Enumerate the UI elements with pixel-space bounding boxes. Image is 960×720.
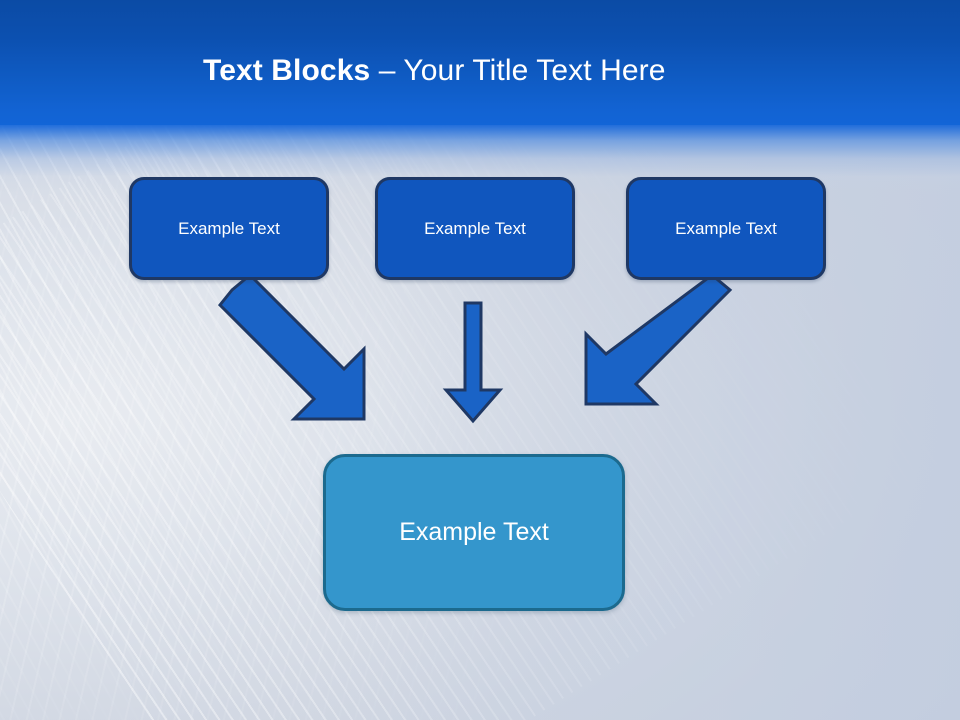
page-title-strong: Text Blocks [203,54,371,87]
block-node-a[interactable]: Example Text [129,177,329,280]
arrow-left-icon [217,272,366,421]
title-banner [0,0,960,125]
block-node-a-label: Example Text [178,218,280,238]
page-title-separator: – [370,54,404,87]
arrow-center-icon [442,301,504,424]
arrow-right-icon [584,273,733,406]
block-node-c-label: Example Text [675,218,777,238]
block-node-b-label: Example Text [424,218,526,238]
block-node-c[interactable]: Example Text [626,177,826,280]
block-node-d-label: Example Text [399,518,549,546]
block-node-b[interactable]: Example Text [375,177,575,280]
page-title: Text Blocks – Your Title Text Here [203,52,666,90]
block-node-d[interactable]: Example Text [323,454,625,611]
page-title-light: Your Title Text Here [403,54,666,87]
